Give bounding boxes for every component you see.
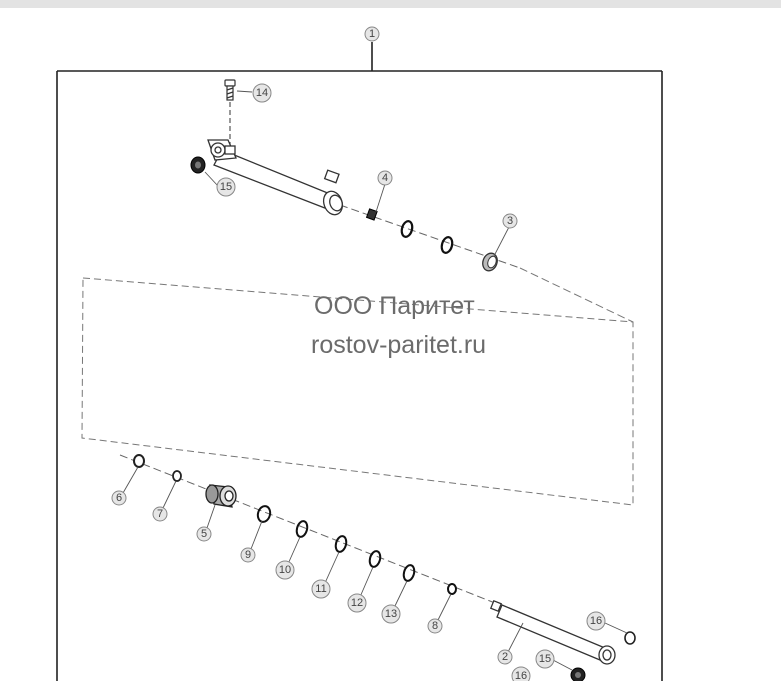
bolt-part: [224, 79, 236, 145]
bearing-part-lower: [570, 667, 586, 681]
watermark-website: rostov-paritet.ru: [311, 331, 487, 359]
dashed-outline: [81, 277, 634, 506]
o-ring-9: [256, 505, 272, 523]
callout-14: 14: [256, 87, 268, 99]
o-ring-11: [334, 535, 348, 553]
piston-part: [205, 484, 237, 508]
callout-5: 5: [201, 528, 207, 540]
callout-15-upper: 15: [220, 181, 232, 193]
callout-1: 1: [369, 28, 375, 40]
bearing-part-upper: [190, 156, 206, 174]
callout-7: 7: [157, 508, 163, 520]
washer-part: [133, 454, 145, 468]
o-ring-upper-1: [400, 220, 414, 238]
callout-16-upper: 16: [590, 615, 602, 627]
small-seal-part: [172, 470, 182, 482]
o-ring-10: [295, 520, 309, 538]
clip-part-16a: [624, 631, 636, 645]
o-ring-12: [368, 550, 382, 568]
callout-12: 12: [351, 597, 363, 609]
callout-10: 10: [279, 564, 291, 576]
piston-rod-part: [489, 599, 616, 665]
callout-8: 8: [432, 620, 438, 632]
small-ring-8: [447, 583, 457, 595]
gland-part: [482, 252, 498, 272]
leader-lines: [122, 90, 628, 671]
nut-part: [365, 208, 378, 221]
callout-3: 3: [507, 215, 513, 227]
callout-13: 13: [385, 608, 397, 620]
o-ring-upper-2: [440, 236, 454, 254]
upper-axis-line-2: [519, 267, 634, 323]
assembly-bracket: [56, 42, 663, 681]
callout-4: 4: [382, 172, 388, 184]
cylinder-barrel: [207, 139, 344, 216]
o-ring-13: [402, 564, 416, 582]
lower-axis-line: [119, 454, 501, 606]
callout-11: 11: [315, 583, 326, 595]
callout-6: 6: [116, 492, 122, 504]
viewer-top-bar: [0, 0, 781, 8]
watermark-company: ООО Паритет: [314, 292, 475, 320]
callout-9: 9: [245, 549, 251, 561]
callout-2: 2: [502, 651, 508, 663]
callout-15-lower: 15: [539, 653, 551, 665]
callout-16-lower: 16: [515, 670, 527, 681]
callout-circles: [111, 26, 606, 681]
